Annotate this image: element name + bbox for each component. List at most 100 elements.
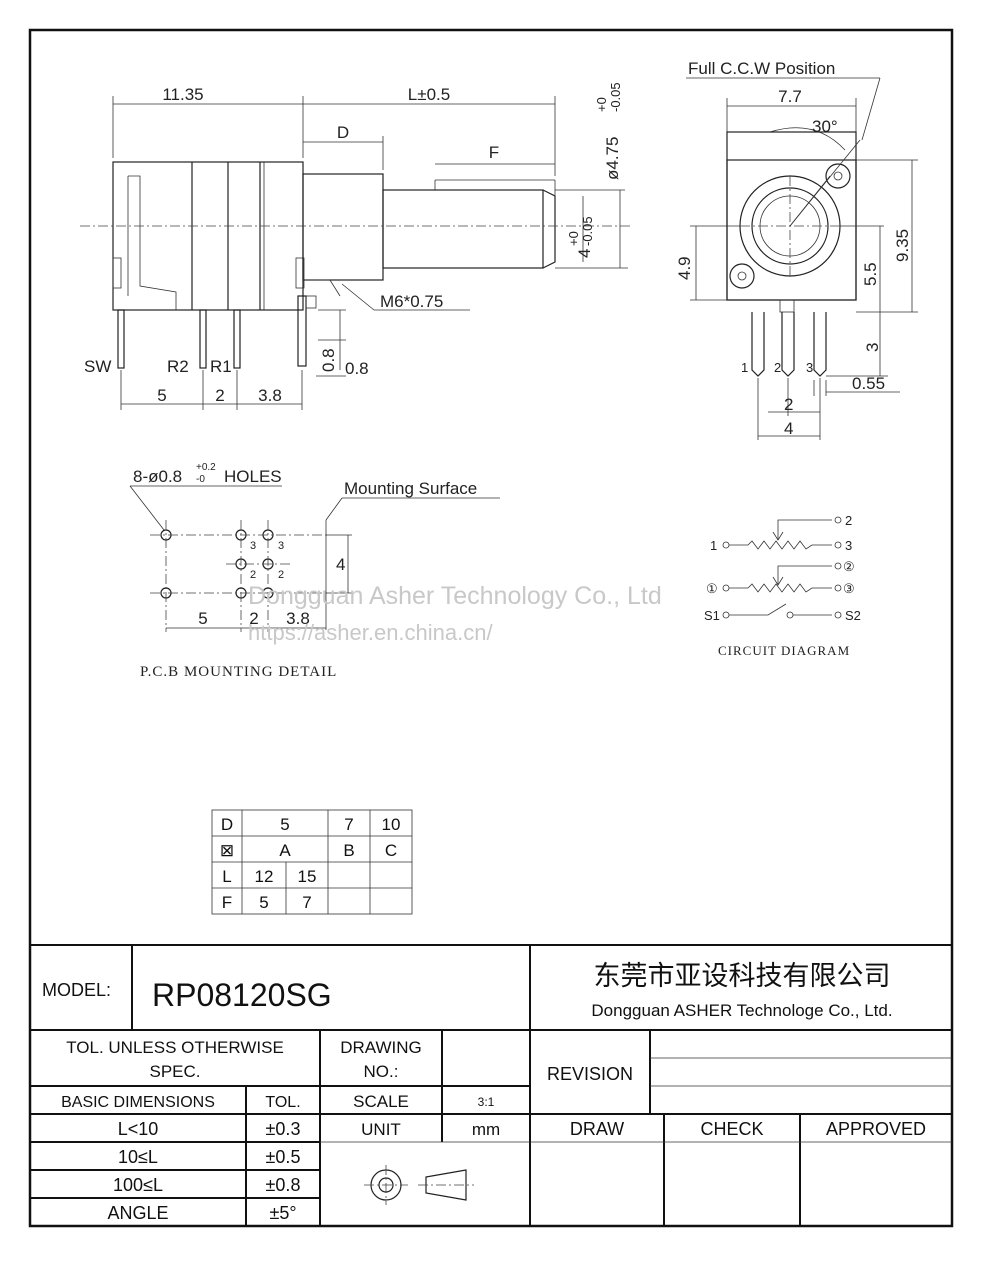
dim-flat-tol-up: +0 bbox=[566, 231, 581, 246]
pin-r1: R1 bbox=[210, 357, 232, 376]
model-value: RP08120SG bbox=[152, 977, 332, 1013]
dt-r0c1: 5 bbox=[280, 815, 289, 834]
hole-label-3b: 3 bbox=[278, 540, 284, 552]
tol-row-dim-3: ANGLE bbox=[107, 1203, 168, 1223]
approved-label: APPROVED bbox=[826, 1119, 926, 1139]
pcb-dim-2: 2 bbox=[249, 609, 258, 628]
dim-flat: 4 bbox=[575, 249, 594, 258]
watermark-line2: https://asher.en.china.cn/ bbox=[248, 620, 493, 645]
front-housing bbox=[726, 131, 857, 301]
label-ccw: Full C.C.W Position bbox=[688, 59, 835, 78]
pin-3: 3 bbox=[806, 360, 813, 375]
cd-n2c: ② bbox=[843, 559, 855, 574]
holes-suffix: HOLES bbox=[224, 467, 282, 486]
dim-f: F bbox=[489, 143, 499, 162]
thread-label: M6*0.75 bbox=[380, 292, 443, 311]
dim-08-v: 0.8 bbox=[319, 348, 338, 372]
pcb-detail: 8-ø0.8 +0.2 -0 HOLES Mounting Surface 4 … bbox=[129, 462, 500, 680]
dt-r2c1: 12 bbox=[255, 867, 274, 886]
dim-length: L±0.5 bbox=[408, 85, 450, 104]
dt-r3c0: F bbox=[222, 893, 232, 912]
cd-n3c: ③ bbox=[843, 581, 855, 596]
drawing-label-2: NO.: bbox=[364, 1062, 399, 1081]
dim-flat-tol-dn: -0.05 bbox=[580, 216, 595, 246]
dt-r2c0: L bbox=[222, 867, 231, 886]
draw-label: DRAW bbox=[570, 1119, 624, 1139]
holes-tol-up: +0.2 bbox=[196, 462, 216, 473]
model-label: MODEL: bbox=[42, 980, 111, 1000]
dim-4-front: 4 bbox=[784, 419, 793, 438]
scale-value: 3:1 bbox=[478, 1095, 495, 1109]
mounting-surface: Mounting Surface bbox=[344, 479, 477, 498]
drawing-label-1: DRAWING bbox=[340, 1038, 422, 1057]
tol-row-tol-1: ±0.5 bbox=[266, 1147, 301, 1167]
dim-2-front: 2 bbox=[784, 395, 793, 414]
dim-38: 3.8 bbox=[258, 386, 282, 405]
sheet-border bbox=[28, 28, 954, 1228]
dim-055: 0.55 bbox=[852, 374, 885, 393]
hole-label-2b: 2 bbox=[278, 569, 284, 581]
angle: 30° bbox=[812, 117, 838, 136]
unit-label: UNIT bbox=[361, 1120, 401, 1139]
tol-row-tol-0: ±0.3 bbox=[266, 1119, 301, 1139]
dim-935: 9.35 bbox=[893, 229, 912, 262]
dt-r0c3: 10 bbox=[382, 815, 401, 834]
cd-n3: 3 bbox=[845, 538, 852, 553]
bushing bbox=[302, 173, 384, 281]
side-body bbox=[112, 161, 304, 311]
pcb-title: P.C.B MOUNTING DETAIL bbox=[140, 664, 337, 680]
title-block: MODEL: RP08120SG 东莞市亚设科技有限公司 Dongguan AS… bbox=[30, 944, 952, 1226]
dim-shaft-dia-tol-dn: -0.05 bbox=[608, 82, 623, 112]
holes-label: 8-ø0.8 bbox=[133, 467, 182, 486]
check-label: CHECK bbox=[700, 1119, 763, 1139]
dt-r1c1: A bbox=[279, 841, 291, 860]
cd-s2: S2 bbox=[845, 608, 861, 623]
basic-dim-label: BASIC DIMENSIONS bbox=[61, 1094, 215, 1111]
cd-n1: 1 bbox=[710, 538, 717, 553]
circuit-diagram: 2 1 3 ② ① ③ S1 S2 CIRCUIT DIAGRAM bbox=[704, 513, 861, 658]
dim-77: 7.7 bbox=[778, 87, 802, 106]
tol-row-tol-2: ±0.8 bbox=[266, 1175, 301, 1195]
dt-r3c1: 5 bbox=[259, 893, 268, 912]
dt-r2c2: 15 bbox=[298, 867, 317, 886]
side-view: 11.35 L±0.5 D F ø4.75 +0 -0.05 4 +0 -0.0… bbox=[80, 82, 630, 410]
pcb-dim-5: 5 bbox=[198, 609, 207, 628]
dim-2: 2 bbox=[215, 386, 224, 405]
shaft bbox=[382, 189, 544, 269]
dt-r1c3: C bbox=[385, 841, 397, 860]
cd-n1c: ① bbox=[706, 581, 718, 596]
company-en: Dongguan ASHER Technologe Co., Ltd. bbox=[591, 1001, 892, 1020]
pin-1: 1 bbox=[741, 360, 748, 375]
pcb-dim-38: 3.8 bbox=[286, 609, 310, 628]
dim-08-h: 0.8 bbox=[345, 359, 369, 378]
company-cn: 东莞市亚设科技有限公司 bbox=[594, 961, 891, 991]
pin-sw: SW bbox=[84, 357, 111, 376]
cd-n2: 2 bbox=[845, 513, 852, 528]
unit-value: mm bbox=[472, 1120, 500, 1139]
tol-label-2: SPEC. bbox=[149, 1062, 200, 1081]
dt-r1c2: B bbox=[343, 841, 354, 860]
dt-r0c0: D bbox=[221, 815, 233, 834]
dim-3: 3 bbox=[863, 343, 882, 352]
tol-header: TOL. bbox=[265, 1094, 300, 1111]
dim-body: 11.35 bbox=[162, 85, 203, 104]
dt-r3c2: 7 bbox=[302, 893, 311, 912]
tol-row-dim-2: 100≤L bbox=[113, 1175, 163, 1195]
dim-shaft-dia: ø4.75 bbox=[603, 137, 622, 180]
scale-label: SCALE bbox=[353, 1092, 409, 1111]
dim-shaft-dia-tol-up: +0 bbox=[594, 97, 609, 112]
watermark-line1: Dongguan Asher Technology Co., Ltd bbox=[248, 582, 662, 610]
dim-55: 5.5 bbox=[861, 262, 880, 286]
dim-d: D bbox=[337, 123, 349, 142]
tol-row-dim-1: 10≤L bbox=[118, 1147, 158, 1167]
pin-r2: R2 bbox=[167, 357, 189, 376]
dt-r0c2: 7 bbox=[344, 815, 353, 834]
dt-r1c0: ⊠ bbox=[220, 841, 234, 860]
pcb-dim-4: 4 bbox=[336, 555, 345, 574]
cd-s1: S1 bbox=[704, 608, 720, 623]
dim-49: 4.9 bbox=[675, 256, 694, 280]
holes-tol-dn: -0 bbox=[196, 474, 205, 485]
tol-row-dim-0: L<10 bbox=[118, 1119, 159, 1139]
dlf-table: D 5 7 10 ⊠ A B C L 12 15 F 5 7 bbox=[211, 809, 413, 915]
